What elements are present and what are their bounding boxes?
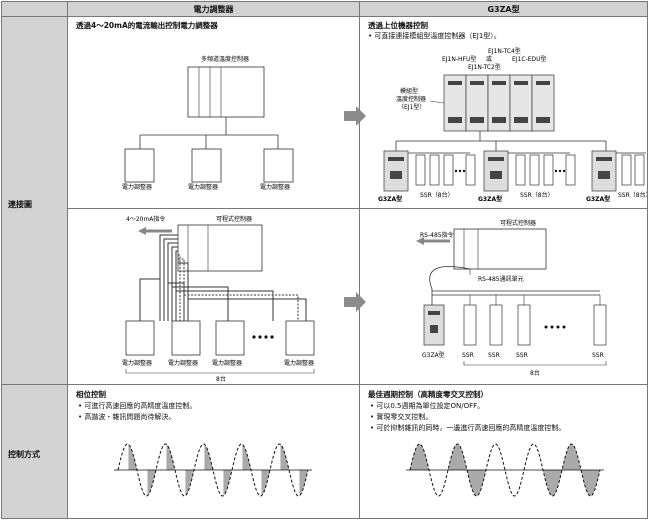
svg-text:EJ1N-TC2型: EJ1N-TC2型 (468, 63, 501, 71)
multichannel-controller (187, 66, 265, 118)
waveform-fill (280, 444, 289, 470)
power-regulator-label: 電力調整器 (212, 359, 242, 367)
plc-box (177, 224, 263, 272)
svg-text:（EJ1型）: （EJ1型） (398, 103, 425, 111)
ctrl-right-bullet-2: • 實現零交叉控制。 (370, 413, 433, 421)
plc-label: 可程式控制器 (216, 215, 252, 223)
svg-text:SSR: SSR (592, 352, 604, 359)
phase-control-waveform (114, 443, 312, 497)
conn-left-title: 透過4～20mA的電流輸出控制電力調整器 (76, 21, 218, 30)
arrow-right-icon (344, 292, 366, 312)
waveform-fill (147, 470, 156, 496)
header-power-regulator: 電力調整器 (68, 2, 360, 17)
ssr-unit (463, 304, 477, 346)
svg-text:SSR（8台）: SSR（8台） (520, 191, 554, 199)
cell-ctrl-right: 最佳週期控制（高精度零交叉控制） • 可以0.5週期為單位設定ON/OFF。 •… (360, 385, 647, 518)
power-regulator-label: 電力調整器 (168, 359, 198, 367)
waveform-fill (299, 470, 308, 496)
plc-box (453, 228, 547, 270)
svg-text:RS-485通訊單元: RS-485通訊單元 (478, 275, 524, 283)
count-label: 8台 (216, 375, 226, 383)
svg-text:G3ZA型: G3ZA型 (586, 195, 610, 203)
svg-text:EJ1N-HFU型: EJ1N-HFU型 (442, 55, 476, 63)
power-regulator-label: 電力調整器 (122, 183, 152, 191)
power-regulator-label: 電力調整器 (122, 359, 152, 367)
arrow-right-icon (344, 106, 366, 126)
row-label-connection: 連接圖 (8, 200, 32, 209)
cell-conn-right-top: 透過上位機器控制 • 可直接連接模組型溫度控制器（EJ1型）。 EJ1N-TC4… (360, 17, 647, 209)
svg-text:或: 或 (486, 55, 492, 63)
waveform-fill (242, 444, 251, 470)
svg-text:溫度控制器: 溫度控制器 (396, 95, 426, 103)
ctrl-left-bullet-1: • 可進行高速回應的高精度溫度控制。 (78, 402, 197, 410)
svg-text:G3ZA型: G3ZA型 (478, 195, 502, 203)
diagram-ej1-system: EJ1N-TC4型 EJ1N-HFU型 或 EJ1C-EDU型 EJ1N-TC2… (378, 47, 647, 203)
waveform-fill (562, 444, 581, 470)
cycle-control-waveform (406, 443, 604, 497)
power-regulator-box (124, 148, 155, 183)
svg-text:8台: 8台 (530, 369, 540, 377)
power-regulator-box (171, 320, 201, 356)
row-header-control: 控制方式 (2, 385, 68, 518)
svg-text:SSR: SSR (488, 352, 500, 359)
diagram-rs485: RS-485指令 可程式控制器 RS-485通訊單元 (416, 219, 607, 377)
power-regulator-box (215, 320, 245, 356)
waveform-line (409, 443, 601, 497)
row-label-control: 控制方式 (8, 450, 40, 459)
power-regulator-box (125, 320, 155, 356)
waveform-fill (261, 470, 270, 496)
waveform-fill (166, 444, 175, 470)
ctrl-right-bullet-1: • 可以0.5週期為單位設定ON/OFF。 (370, 402, 485, 410)
row-header-connection: 連接圖 (2, 17, 68, 385)
controller-label: 多頻道溫度控制器 (201, 55, 249, 63)
svg-text:模組型: 模組型 (400, 87, 418, 95)
power-regulator-box (285, 320, 315, 356)
header-g3za: G3ZA型 (360, 2, 647, 17)
svg-text:G3ZA型: G3ZA型 (422, 351, 445, 359)
cell-conn-left-bottom: 4～20mA指令 可程式控制器 (68, 209, 360, 385)
diagram-analog-wiring: 4～20mA指令 可程式控制器 (122, 215, 315, 383)
waveform-fill (448, 444, 467, 470)
diagram-multichannel: 多頻道溫度控制器 電力調整器 電力調整器 電力調整器 (122, 55, 294, 191)
svg-text:SSR（8台）: SSR（8台） (618, 191, 647, 199)
waveform-fill (185, 470, 194, 496)
power-regulator-label: 電力調整器 (188, 183, 218, 191)
conn-right-title: 透過上位機器控制 (368, 21, 428, 30)
waveform-line (117, 443, 309, 497)
waveform-fill (543, 470, 562, 496)
svg-text:EJ1N-TC4型: EJ1N-TC4型 (488, 47, 521, 55)
cell-ctrl-left: 相位控制 • 可進行高速回應的高精度溫度控制。 • 高諧波・雜訊問題尚待解決。 (68, 385, 360, 518)
power-regulator-box (263, 148, 294, 183)
ssr-unit (489, 304, 503, 346)
svg-text:SSR: SSR (516, 352, 528, 359)
ctrl-right-bullet-3: • 可於抑制雜訊的同時，一邊進行高速回應的高精度溫度控制。 (370, 424, 566, 432)
header-blank (2, 2, 68, 17)
cell-conn-right-bottom: RS-485指令 可程式控制器 RS-485通訊單元 (360, 209, 647, 385)
power-regulator-label: 電力調整器 (260, 183, 290, 191)
waveform-fill (128, 444, 137, 470)
waveform-fill (467, 470, 486, 496)
waveform-fill (581, 470, 600, 496)
power-regulator-label: 電力調整器 (284, 359, 314, 367)
svg-text:RS-485指令: RS-485指令 (420, 231, 454, 239)
cell-conn-left-top: 透過4～20mA的電流輸出控制電力調整器 多頻道溫度控制器 電力調整器 電力調整… (68, 17, 360, 209)
svg-text:SSR（8台）: SSR（8台） (420, 191, 454, 199)
svg-text:EJ1C-EDU型: EJ1C-EDU型 (512, 55, 547, 63)
waveform-fill (204, 444, 213, 470)
ctrl-left-title: 相位控制 (76, 390, 106, 399)
ctrl-right-title: 最佳週期控制（高精度零交叉控制） (368, 390, 488, 399)
waveform-fill (410, 444, 429, 470)
svg-text:G3ZA型: G3ZA型 (378, 195, 402, 203)
power-regulator-box (191, 148, 222, 183)
ctrl-left-bullet-2: • 高諧波・雜訊問題尚待解決。 (78, 413, 176, 421)
ssr-unit (517, 304, 531, 346)
svg-text:SSR: SSR (462, 352, 474, 359)
ssr-unit (593, 304, 607, 346)
waveform-fill (223, 470, 232, 496)
svg-text:可程式控制器: 可程式控制器 (500, 219, 536, 227)
signal-label: 4～20mA指令 (126, 215, 165, 223)
conn-right-bullet: • 可直接連接模組型溫度控制器（EJ1型）。 (368, 32, 501, 40)
